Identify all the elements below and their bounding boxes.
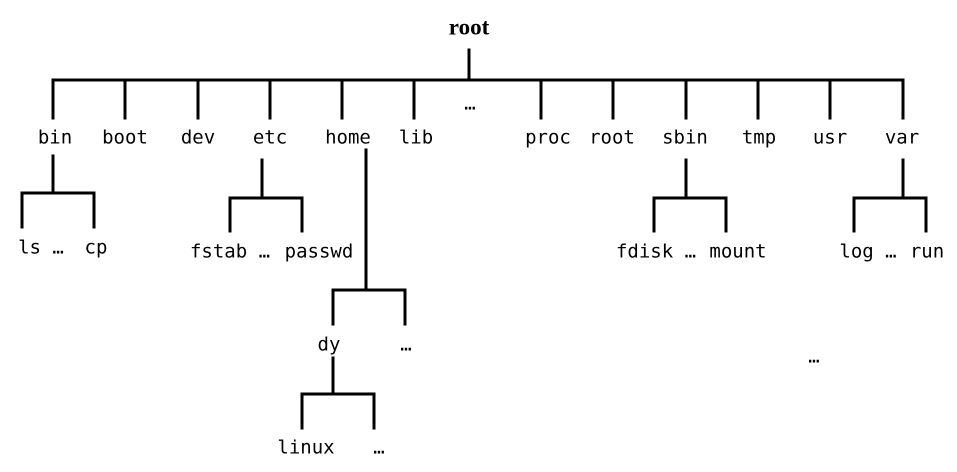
node-level1-ellipsis: … bbox=[464, 92, 476, 115]
node-dev: dev bbox=[180, 126, 216, 149]
node-home-ellipsis: … bbox=[400, 333, 412, 356]
node-proc: proc bbox=[525, 126, 571, 149]
node-passwd: passwd bbox=[284, 240, 354, 263]
node-mount: mount bbox=[709, 240, 767, 263]
node-tmp: tmp bbox=[741, 126, 777, 149]
node-home: home bbox=[325, 126, 371, 149]
node-etc: etc bbox=[252, 126, 288, 149]
node-root-dir: root bbox=[589, 126, 635, 149]
node-var: var bbox=[884, 126, 920, 149]
root-node: root bbox=[448, 14, 490, 40]
node-linux: linux bbox=[277, 436, 335, 459]
node-ls: ls … bbox=[18, 236, 64, 259]
node-cp: cp bbox=[84, 236, 108, 259]
node-fdisk: fdisk … bbox=[615, 240, 697, 263]
node-stray-ellipsis: … bbox=[808, 345, 820, 368]
node-dy: dy bbox=[317, 333, 341, 356]
node-log: log … bbox=[839, 240, 897, 263]
node-dy-ellipsis: … bbox=[373, 436, 385, 459]
node-run: run bbox=[909, 240, 945, 263]
node-sbin: sbin bbox=[662, 126, 708, 149]
node-boot: boot bbox=[102, 126, 148, 149]
node-bin: bin bbox=[37, 126, 73, 149]
node-usr: usr bbox=[812, 126, 848, 149]
node-fstab: fstab … bbox=[189, 240, 271, 263]
node-lib: lib bbox=[398, 126, 434, 149]
